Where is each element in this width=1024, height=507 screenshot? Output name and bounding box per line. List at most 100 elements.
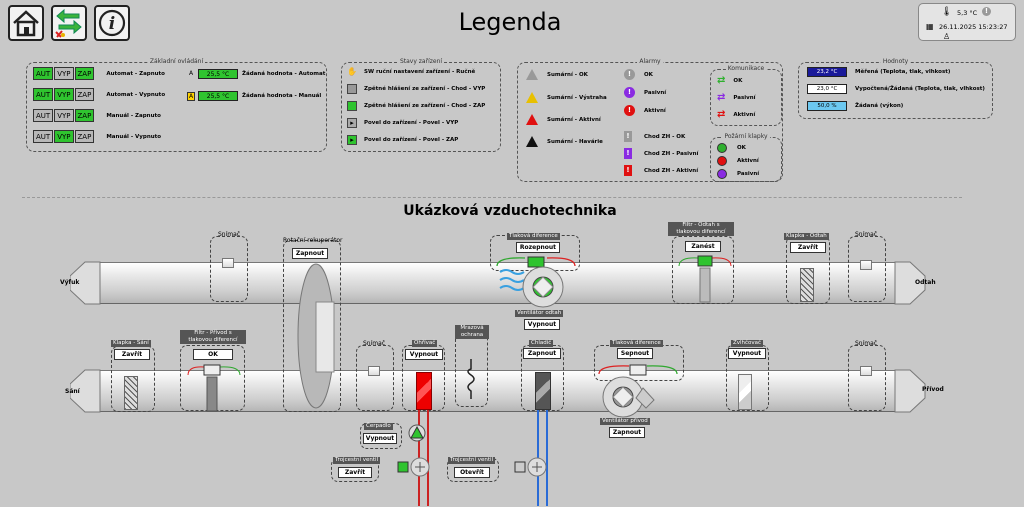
filter-supply-button[interactable]: OK xyxy=(193,349,233,360)
fan-exhaust-button[interactable]: Vypnout xyxy=(524,319,560,330)
rotary-wheel-icon xyxy=(297,263,335,409)
comm-passive-icon: ⇄ xyxy=(717,92,726,103)
fan-exhaust-icon[interactable] xyxy=(498,264,578,310)
page-title: Legenda xyxy=(458,8,562,36)
alarm-label: Chod ZH - OK xyxy=(644,133,686,140)
feedback-on-icon xyxy=(347,101,357,111)
exhaust-label: Výfuk xyxy=(60,279,80,286)
sensor-panel-exhaust xyxy=(210,236,248,302)
sensor-icon[interactable] xyxy=(860,366,872,376)
setpoint-auto-value[interactable]: 25,5 °C xyxy=(198,69,238,79)
datetime: 26.11.2025 15:23:27 xyxy=(939,23,1008,31)
alarm-ok-icon xyxy=(526,69,538,80)
sensor-icon[interactable] xyxy=(860,260,872,270)
pressure-supply-label: Tlaková diference xyxy=(610,340,663,347)
fire-passive-icon xyxy=(717,169,727,179)
damper-exhaust-button[interactable]: Zavřít xyxy=(790,242,826,253)
damper-exhaust-label: Klapka - Odtah xyxy=(784,233,829,240)
pump-icon[interactable] xyxy=(408,424,426,442)
power-value[interactable]: 50,0 % xyxy=(807,101,847,111)
fire-label: OK xyxy=(737,145,746,151)
frost-coil-icon xyxy=(467,359,475,399)
navigation-button[interactable] xyxy=(51,5,87,41)
sensor-panel-supply2 xyxy=(848,345,886,411)
user-icon: ♙ xyxy=(943,32,951,41)
zap-button[interactable]: ZAP xyxy=(74,67,95,80)
damper-intake-button[interactable]: Zavřít xyxy=(114,349,150,360)
run-passive-icon: ! xyxy=(624,148,632,159)
aut-button[interactable]: AUT xyxy=(33,88,54,101)
valve2-icon[interactable] xyxy=(512,456,552,478)
value-label: Žádaná (výkon) xyxy=(855,103,904,109)
filter-exhaust-button[interactable]: Zanést xyxy=(685,241,721,252)
aut-button[interactable]: AUT xyxy=(33,67,54,80)
group-title: Komunikace xyxy=(725,65,767,72)
valve2-button[interactable]: Otevřít xyxy=(454,467,490,478)
group-title: Alarmy xyxy=(637,58,663,65)
sensor-label: Snímač xyxy=(855,231,878,238)
zap-button[interactable]: ZAP xyxy=(74,109,95,122)
vyp-button[interactable]: VYP xyxy=(54,109,74,122)
fire-active-icon xyxy=(717,156,727,166)
row-label: Manuál - Vypnuto xyxy=(106,133,162,140)
vyp-button[interactable]: VYP xyxy=(54,130,74,143)
fan-supply-button[interactable]: Zapnout xyxy=(609,427,645,438)
fan-supply-icon[interactable] xyxy=(598,374,660,420)
alarm-label: Chod ZH - Pasivní xyxy=(644,150,699,157)
filter-exhaust-icon xyxy=(678,255,732,303)
feedback-off-icon xyxy=(347,84,357,94)
exhaust-duct xyxy=(85,262,910,304)
zap-button[interactable]: ZAP xyxy=(74,88,95,101)
supply-label: Přívod xyxy=(922,386,944,393)
rotary-panel xyxy=(283,240,341,412)
pressure-exhaust-button[interactable]: Rozepnout xyxy=(516,242,560,253)
info-button[interactable]: i xyxy=(94,5,130,41)
group-title: Požární klapky xyxy=(722,133,770,140)
comm-label: Pasivní xyxy=(733,94,756,101)
valve1-icon[interactable] xyxy=(395,456,435,478)
separator xyxy=(22,197,962,198)
home-button[interactable] xyxy=(8,5,44,41)
sensor-icon[interactable] xyxy=(368,366,380,376)
setpoint-manual-label: Žádaná hodnota - Manuál xyxy=(242,93,322,99)
cooler-label: Chladič xyxy=(529,340,554,347)
outdoor-temperature: 5,3 °C xyxy=(957,9,978,17)
fire-label: Pasivní xyxy=(737,171,760,177)
command-on-icon: ▸ xyxy=(347,135,357,145)
vyp-button[interactable]: VYP xyxy=(54,88,74,101)
pressure-supply-button[interactable]: Sepnout xyxy=(617,348,653,359)
vyp-button[interactable]: VYP xyxy=(54,67,74,80)
cooler-button[interactable]: Zapnout xyxy=(523,348,561,359)
state-label: SW ruční nastavení zařízení - Ručně xyxy=(364,68,476,75)
humidifier-button[interactable]: Vypnout xyxy=(728,348,766,359)
duct-ends xyxy=(70,261,926,413)
alarm-label: Sumární - Havárie xyxy=(547,138,603,145)
setpoint-value[interactable]: 23,0 °C xyxy=(807,84,847,94)
sensor-panel-extract xyxy=(848,236,886,302)
svg-text:i: i xyxy=(109,14,115,34)
arrows-icon xyxy=(55,8,82,38)
alarm-label: Pasivní xyxy=(644,89,667,96)
zap-button[interactable]: ZAP xyxy=(74,130,95,143)
aut-button[interactable]: AUT xyxy=(33,130,54,143)
group-title: Základní ovládání xyxy=(147,58,206,65)
status-panel: 🌡 5,3 °C ! ▦ 26.11.2025 15:23:27 ♙ xyxy=(918,3,1016,41)
fan-supply-label: Ventilátor přívod xyxy=(600,418,650,425)
frost-label: Mrazová ochrana xyxy=(455,325,489,339)
valve1-button[interactable]: Zavřít xyxy=(338,467,372,478)
extract-label: Odtah xyxy=(915,279,936,286)
filter-exhaust-panel xyxy=(672,236,734,304)
rotary-button[interactable]: Zapnout xyxy=(292,248,328,259)
intake-label: Sání xyxy=(65,388,80,395)
sensor-label: Snímač xyxy=(218,231,241,238)
setpoint-manual-value[interactable]: 25,5 °C xyxy=(198,91,238,101)
command-off-icon: ▸ xyxy=(347,118,357,128)
humidifier-icon xyxy=(738,374,752,410)
group-alarms: Alarmy Sumární - OK Sumární - Výstraha S… xyxy=(517,58,783,182)
pump-button[interactable]: Vypnout xyxy=(363,433,397,444)
alarm-passive-circle-icon: ! xyxy=(624,87,635,98)
heater-button[interactable]: Vypnout xyxy=(405,349,443,360)
sensor-icon[interactable] xyxy=(222,258,234,268)
aut-button[interactable]: AUT xyxy=(33,109,54,122)
row-label: Automat - Vypnuto xyxy=(106,91,166,98)
